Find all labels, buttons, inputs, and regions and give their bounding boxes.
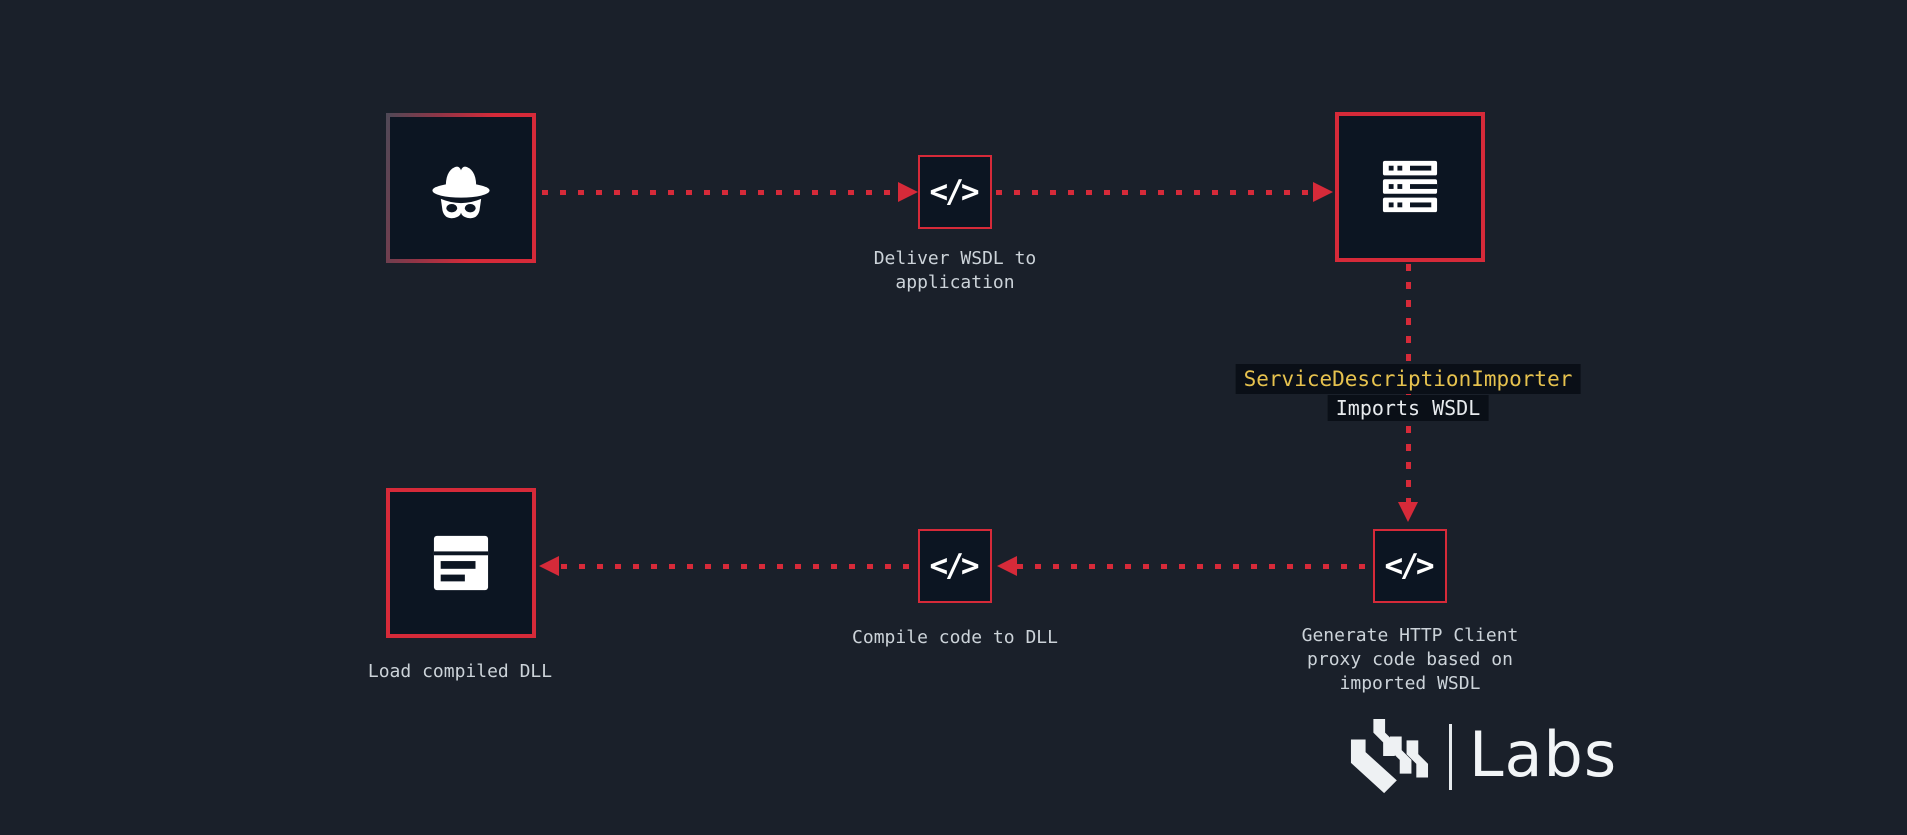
dll-box-icon [433, 535, 489, 591]
logo-divider [1449, 724, 1452, 790]
arrowhead-down-icon [1398, 502, 1418, 522]
dll-loader-node [386, 488, 536, 638]
watchtowr-logo-mark [1350, 718, 1429, 794]
server-icon [1382, 160, 1438, 213]
dll-loader-label: Load compiled DLL [367, 661, 553, 682]
connector-application-to-server [996, 190, 1312, 195]
arrowhead-right-icon [1313, 182, 1333, 202]
importer-code-text: ServiceDescriptionImporter [1235, 364, 1581, 394]
proxy-label-line1: Generate HTTP Client [1301, 625, 1519, 646]
arrowhead-left-icon [997, 556, 1017, 576]
attacker-node-body [390, 117, 532, 259]
proxy-node: </> [1373, 529, 1447, 603]
logo-text: Labs [1469, 718, 1618, 791]
proxy-label-line2: proxy code based on [1307, 649, 1513, 670]
code-icon: </> [929, 174, 980, 210]
importer-annotation: ServiceDescriptionImporter Imports WSDL [1235, 364, 1581, 421]
compiler-label: Compile code to DLL [852, 627, 1058, 648]
arrowhead-right-icon [898, 182, 918, 202]
connector-attacker-to-application [542, 190, 898, 195]
logo: Labs [1346, 714, 1617, 800]
application-label: Deliver WSDL to application [874, 247, 1037, 295]
application-node: </> [918, 155, 992, 229]
application-label-line2: application [895, 272, 1015, 293]
importer-plain-text: Imports WSDL [1327, 395, 1489, 421]
proxy-label: Generate HTTP Client proxy code based on… [1302, 624, 1519, 696]
server-node [1335, 112, 1485, 262]
proxy-label-line3: imported WSDL [1339, 673, 1481, 694]
attacker-node [386, 113, 536, 263]
connector-compiler-to-dll [561, 564, 916, 569]
incognito-icon [432, 166, 490, 219]
connector-proxy-to-compiler [1017, 564, 1371, 569]
application-label-line1: Deliver WSDL to [873, 248, 1037, 269]
arrowhead-left-icon [539, 556, 559, 576]
code-icon: </> [1384, 548, 1435, 584]
code-icon: </> [929, 548, 980, 584]
compiler-node: </> [918, 529, 992, 603]
